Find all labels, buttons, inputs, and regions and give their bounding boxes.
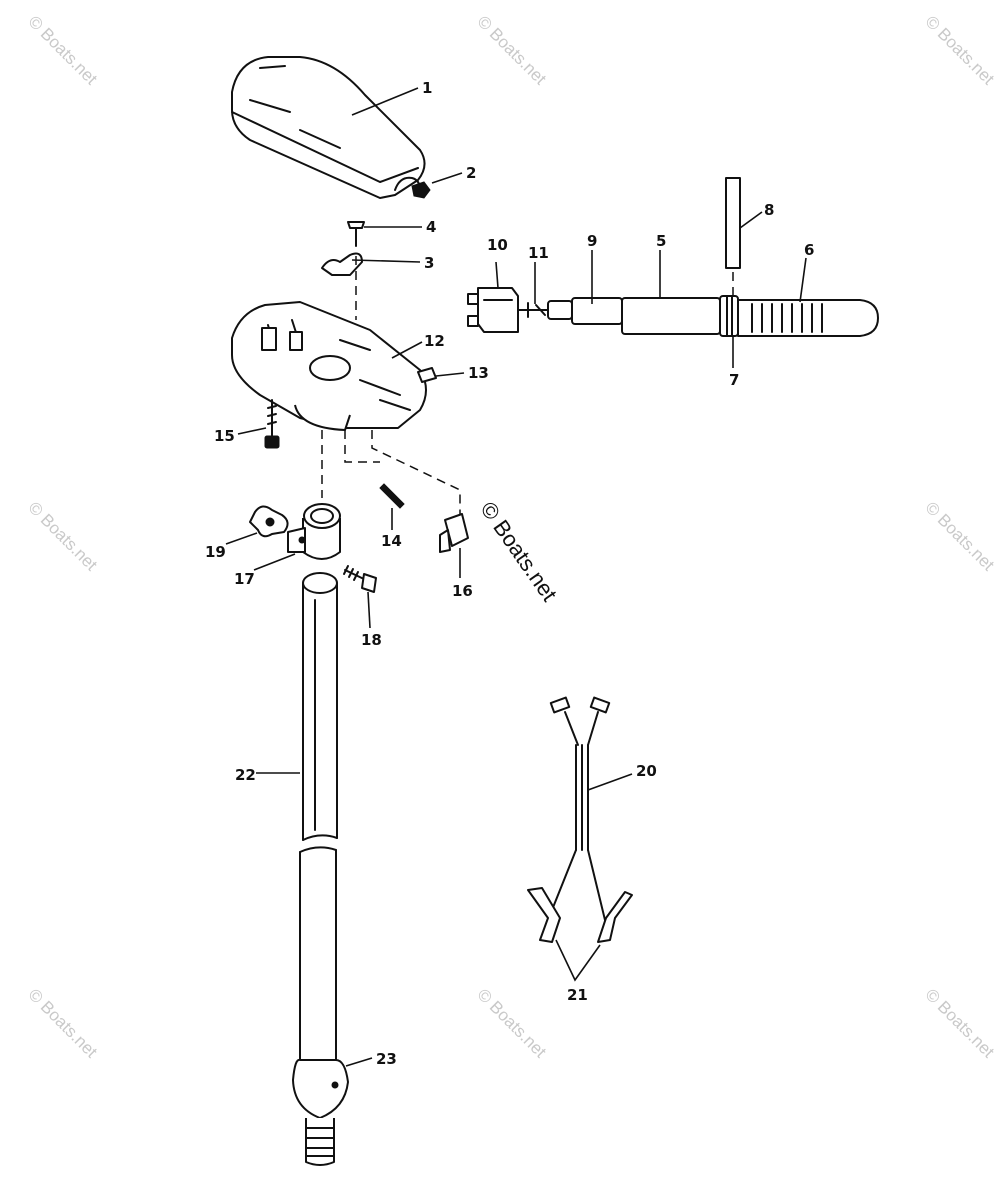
callout-23: 23 [376,1050,397,1068]
knob-part-19[interactable] [249,505,289,538]
leader-17 [253,553,296,571]
battery-clips-part-21[interactable] [527,887,633,943]
callout-19: 19 [205,543,226,561]
callout-5: 5 [656,232,666,250]
leader-13 [435,372,465,377]
assembly-line-d [371,430,461,515]
callout-1: 1 [422,79,432,97]
leader-15 [237,427,267,435]
callout-15: 15 [214,427,235,445]
callout-7: 7 [729,371,739,389]
leader-3 [351,259,421,263]
callout-21: 21 [567,986,588,1004]
callout-22: 22 [235,766,256,784]
callout-14: 14 [381,532,402,550]
leader-1 [351,87,419,116]
callout-6: 6 [804,241,814,259]
callout-12: 12 [424,332,445,350]
clip-part-13[interactable] [417,367,437,383]
callout-20: 20 [636,762,657,780]
leader-10 [495,261,499,289]
leader-8 [739,211,763,229]
switch-part-10[interactable] [467,287,519,333]
leader-12 [391,341,423,359]
callout-10: 10 [487,236,508,254]
battery-cable-part-20[interactable] [547,696,611,921]
plug-part[interactable] [411,181,431,199]
handle-tube-part[interactable] [547,297,721,335]
screw-part-4[interactable] [347,221,365,247]
leader-23 [345,1057,373,1067]
housing-part[interactable] [231,301,427,431]
callout-9: 9 [587,232,597,250]
callout-4: 4 [426,218,436,236]
bolt-part-18[interactable] [343,565,377,593]
top-cover-part[interactable] [231,56,426,199]
leader-2 [431,172,463,184]
callout-11: 11 [528,244,549,262]
callout-13: 13 [468,364,489,382]
assembly-line-c [344,430,380,463]
leader-6 [799,257,807,303]
rod-part-8[interactable] [725,177,741,269]
pin-part-14[interactable] [379,483,405,509]
leader-18 [367,591,371,629]
callout-8: 8 [764,201,774,219]
bracket-part-16[interactable] [439,513,469,553]
callout-3: 3 [424,254,434,272]
leader-19 [225,532,258,545]
screw-part-15[interactable] [264,399,280,449]
grip-part-6[interactable] [737,299,879,337]
callout-16: 16 [452,582,473,600]
ring-part-7[interactable] [719,295,739,337]
shaft-part-22[interactable] [299,572,338,1066]
callout-17: 17 [234,570,255,588]
lower-unit-part-23[interactable] [292,1058,349,1166]
callout-18: 18 [361,631,382,649]
collar-part-17[interactable] [287,503,341,560]
leader-20 [587,773,633,791]
connector-part-11[interactable] [517,302,549,318]
leader-21 [555,939,601,982]
callout-2: 2 [466,164,476,182]
clamp-part-3[interactable] [321,252,363,276]
